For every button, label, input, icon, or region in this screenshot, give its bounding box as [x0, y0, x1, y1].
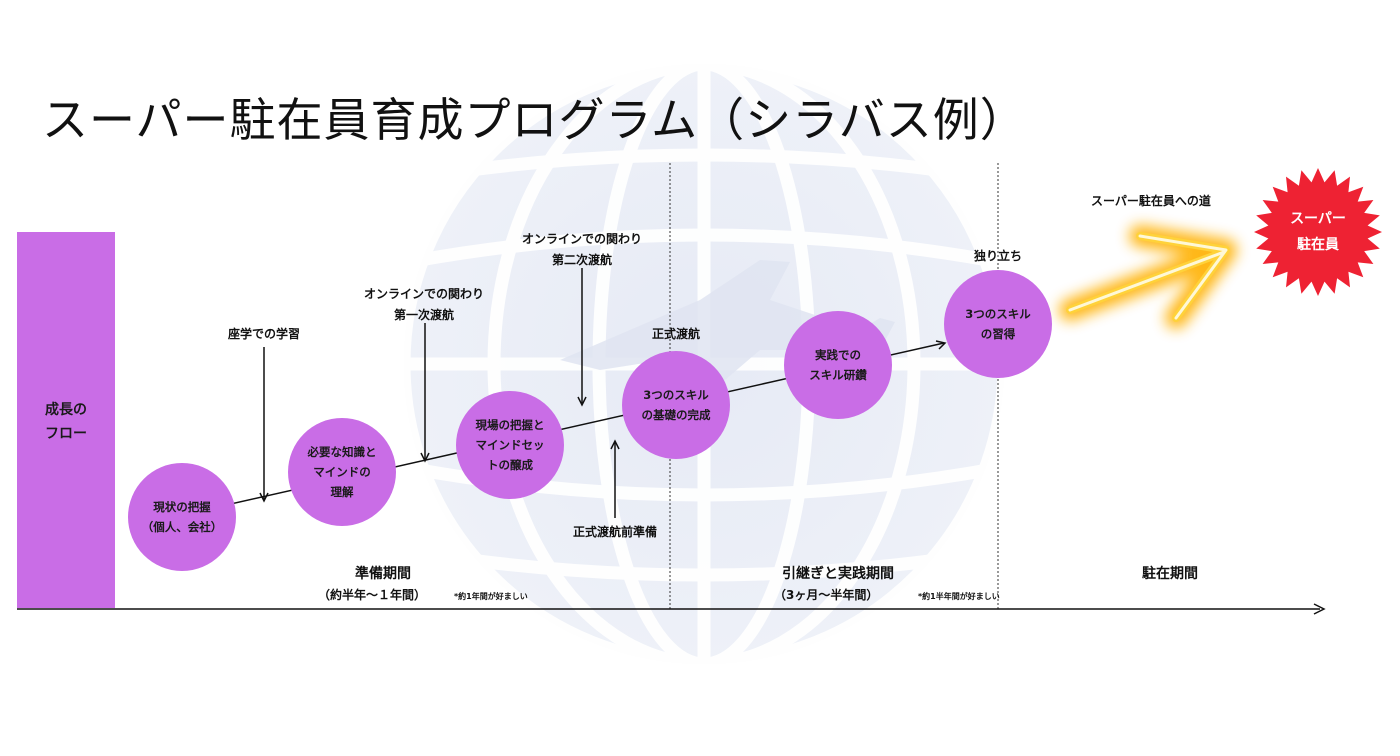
starburst-badge-label: スーパー 駐在員 — [1290, 211, 1346, 253]
note-pre-official-prep: 正式渡航前準備 — [572, 525, 657, 539]
phase-prep-note: *約1年間が好ましい — [454, 592, 528, 601]
note-road-to-super-expat: スーパー駐在員への道 — [1091, 194, 1211, 208]
note-official-trip: 正式渡航 — [651, 327, 700, 341]
page-title: スーパー駐在員育成プログラム（シラバス例） — [42, 93, 1027, 147]
stage-skill-foundation: 3つのスキル の基礎の完成 — [622, 351, 730, 459]
arrow-pre-official — [610, 439, 620, 518]
note-independence: 独り立ち — [973, 249, 1022, 263]
arrow-online1 — [420, 323, 430, 463]
note-online-second-trip: オンラインでの関わり 第二次渡航 — [521, 232, 642, 267]
phase-prep-label: 準備期間 — [355, 566, 411, 582]
stage-knowledge-mindset: 必要な知識と マインドの 理解 — [288, 418, 396, 526]
phase-prep-duration: （約半年〜１年間） — [318, 588, 427, 602]
stage-skill-mastery: 3つのスキル の習得 — [944, 270, 1052, 378]
phase-handover-label: 引継ぎと実践期間 — [782, 566, 894, 582]
note-online-first-trip: オンラインでの関わり 第一次渡航 — [363, 287, 484, 322]
stage-onsite-mindset: 現場の把握と マインドセッ トの醸成 — [456, 391, 564, 499]
time-axis-arrow — [17, 603, 1326, 615]
note-classroom: 座学での学習 — [227, 327, 300, 341]
glowing-arrow-icon — [1059, 225, 1237, 329]
arrow-classroom — [259, 347, 269, 503]
phase-handover-note: *約1半年間が好ましい — [918, 592, 1000, 601]
arrow-online2 — [577, 268, 587, 407]
flow-sidebar-label: 成長の フロー — [45, 402, 87, 442]
phase-expat-label: 駐在期間 — [1142, 566, 1198, 582]
starburst-badge-icon — [1254, 168, 1382, 296]
stage-skill-practice: 実践での スキル研鑽 — [784, 311, 892, 419]
flow-sidebar-bar — [17, 232, 115, 608]
stage-current-status: 現状の把握 （個人、会社） — [128, 463, 236, 571]
phase-handover-duration: （3ヶ月〜半年間） — [774, 588, 879, 602]
airplane-watermark-icon — [560, 260, 895, 410]
